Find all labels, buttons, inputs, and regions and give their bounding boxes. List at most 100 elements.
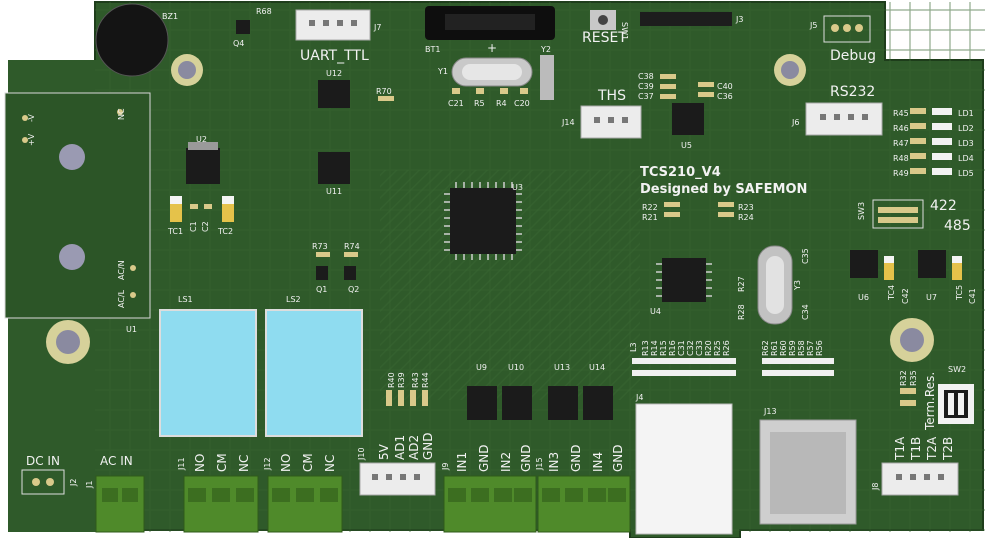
label-ths: THS <box>597 88 626 104</box>
label-rbank2-4: R58 <box>797 340 806 356</box>
label-422: 422 <box>930 198 957 214</box>
label-rbank2-0: R62 <box>761 340 770 356</box>
regulator-u2 <box>186 148 220 184</box>
label-u11: U11 <box>326 187 342 196</box>
debug-header-j5 <box>823 15 871 43</box>
label-j12-cm: CM <box>301 453 315 472</box>
label-ld5: LD5 <box>958 169 974 178</box>
optocoupler-u10 <box>502 386 532 420</box>
mounting-hole-icon <box>46 54 934 364</box>
relay-ls2 <box>265 309 363 437</box>
label-j7: J7 <box>373 23 381 32</box>
label-j11-cm: CM <box>215 453 229 472</box>
label-y3: Y3 <box>793 280 802 291</box>
ic-u12 <box>318 80 350 108</box>
label-rbank2-5: R57 <box>806 340 815 356</box>
terminal-relay2-j12 <box>267 475 343 533</box>
transistor-q2 <box>344 266 356 280</box>
label-j13: J13 <box>763 407 777 416</box>
status-leds <box>932 108 952 175</box>
power-module-outline <box>4 92 151 319</box>
label-j8: J8 <box>871 483 880 491</box>
relay-ls1 <box>159 309 257 437</box>
label-j12-no: NO <box>279 454 293 472</box>
label-q2: Q2 <box>348 285 359 294</box>
label-r70: R70 <box>376 87 392 96</box>
label-in3: IN3 <box>547 452 561 472</box>
terminal-inputs-j9 <box>443 475 537 533</box>
label-r39: R39 <box>397 372 406 388</box>
label-ac-in: AC IN <box>100 454 133 468</box>
dc-in-jack-j2 <box>21 469 65 495</box>
label-tc4: TC4 <box>887 285 896 301</box>
label-u9: U9 <box>476 363 487 372</box>
label-r22: R22 <box>642 203 658 212</box>
label-bt1: BT1 <box>425 45 440 54</box>
label-r4: R4 <box>496 99 507 108</box>
label-j10: J10 <box>357 447 366 461</box>
label-j9-gnd2: GND <box>519 444 533 472</box>
label-r32: R32 <box>899 370 908 386</box>
label-r35: R35 <box>909 370 918 386</box>
label-r44: R44 <box>421 372 430 388</box>
label-r48: R48 <box>893 154 909 163</box>
label-r74: R74 <box>344 242 360 251</box>
label-r23: R23 <box>738 203 754 212</box>
board-title: TCS210_V4 <box>640 165 721 180</box>
label-ls1: LS1 <box>178 295 193 304</box>
label-rbank2-2: R60 <box>779 340 788 356</box>
optocoupler-u14 <box>583 386 613 420</box>
label-rbank1-2: R15 <box>659 340 668 356</box>
label-rbank1-6: C33 <box>695 340 704 356</box>
tantalum-capacitors <box>170 196 962 280</box>
label-c40: C40 <box>717 82 733 91</box>
label-r68: R68 <box>256 7 272 16</box>
ic-u5 <box>672 103 704 135</box>
label-t2b: T2B <box>941 437 955 461</box>
label-j15: J15 <box>535 457 544 471</box>
label-j10-gnd: GND <box>421 432 435 460</box>
label-rbank1-4: C31 <box>677 340 686 356</box>
label-u6: U6 <box>858 293 869 302</box>
label-j1: J1 <box>85 481 94 489</box>
label-in4: IN4 <box>591 452 605 472</box>
label-sw3: SW3 <box>857 202 866 220</box>
label-c35: C35 <box>801 248 810 264</box>
label-q4: Q4 <box>233 39 244 48</box>
label-c34: C34 <box>801 304 810 320</box>
label-r47: R47 <box>893 139 909 148</box>
label-5v: 5V <box>377 443 391 460</box>
label-r5: R5 <box>474 99 485 108</box>
label-rbank1-5: C32 <box>686 340 695 356</box>
label-rbank1-3: R16 <box>668 340 677 356</box>
label-ld2: LD2 <box>958 124 974 133</box>
label-c1: C1 <box>189 221 198 232</box>
label-r27: R27 <box>737 276 746 292</box>
label-ld1: LD1 <box>958 109 974 118</box>
label-ld4: LD4 <box>958 154 974 163</box>
transistor-q1 <box>316 266 328 280</box>
label-j14: J14 <box>561 118 575 127</box>
label-ac-n: AC/N <box>117 260 126 280</box>
label-u10: U10 <box>508 363 524 372</box>
connector-j4 <box>635 403 733 535</box>
label-rbank1-1: R14 <box>650 340 659 356</box>
terminal-inputs-j15 <box>537 475 631 533</box>
label-j9-gnd1: GND <box>477 444 491 472</box>
board-subtitle: Designed by SAFEMON <box>640 182 807 197</box>
power-module-screw-bottom <box>59 244 85 270</box>
label-c41: C41 <box>968 288 977 304</box>
label-c2: C2 <box>201 221 210 232</box>
label-rbank1-7: R20 <box>704 340 713 356</box>
mcu-u3 <box>450 188 516 254</box>
label-j12: J12 <box>263 457 272 471</box>
label-in2: IN2 <box>499 452 513 472</box>
buzzer-bz1 <box>95 3 169 77</box>
label-c39: C39 <box>638 82 654 91</box>
label-rbank1-0: R13 <box>641 340 650 356</box>
label-j12-nc: NC <box>323 455 337 472</box>
label-bz1: BZ1 <box>162 12 178 21</box>
connector-j10 <box>359 462 436 496</box>
label-term-res: Term.Res. <box>923 372 937 431</box>
label-j9: J9 <box>441 463 450 471</box>
